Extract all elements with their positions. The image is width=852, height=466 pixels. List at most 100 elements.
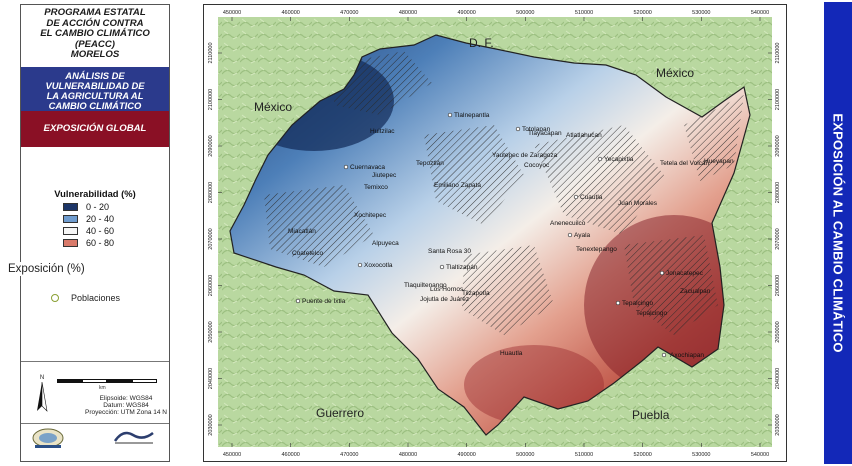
place-label: Miacatlán	[288, 228, 316, 235]
place-label: Tlaquiltenango	[404, 282, 447, 289]
x-tick-label: 470000	[340, 452, 358, 458]
place-label: Emiliano Zapata	[434, 182, 481, 189]
program-title-line: EL CAMBIO CLIMÁTICO	[40, 28, 150, 39]
x-tick-label: 490000	[457, 10, 475, 16]
place-label: Cocoyoc	[524, 162, 550, 169]
x-tick-label: 500000	[516, 10, 534, 16]
place-label: Ayala	[574, 232, 591, 239]
place-label: Jiutepec	[372, 172, 397, 179]
y-tick-label: 2070000	[208, 228, 214, 249]
y-tick-label: 2050000	[208, 321, 214, 342]
place-label: Zacualpan	[680, 288, 711, 295]
legend-swatch	[63, 214, 78, 223]
legend-swatch	[63, 238, 78, 247]
x-tick-label: 500000	[516, 452, 534, 458]
place-label: Axochiapan	[670, 352, 704, 359]
place-label: Tetela del Volcán	[660, 160, 710, 167]
place-label: Los Hornos	[430, 286, 464, 293]
x-tick-label: 470000	[340, 10, 358, 16]
y-tick-label: 2080000	[775, 182, 781, 203]
places-layer: Tlalnepantla Totolapan Atlatlahucan Huit…	[288, 112, 734, 359]
place-label: Cuautla	[580, 194, 603, 201]
place-label: Huitzilac	[370, 128, 395, 135]
x-tick-label: 460000	[281, 452, 299, 458]
x-tick-label: 540000	[751, 10, 769, 16]
logos-block	[21, 425, 169, 461]
legend-swatch	[63, 226, 78, 235]
place-label: Tlaltizapán	[446, 264, 478, 271]
place-label: Jonacatepec	[666, 270, 704, 277]
y-tick-label: 2100000	[775, 89, 781, 110]
y-axis-left: 2110000210000020900002080000207000020600…	[208, 42, 222, 436]
place-label: Yautepec de Zaragoza	[492, 152, 558, 159]
place-label: Xoxocotla	[364, 262, 393, 269]
north-arrow-icon: N	[37, 375, 48, 412]
scale-bar	[57, 379, 157, 383]
region-label: Guerrero	[316, 406, 364, 420]
x-tick-label: 540000	[751, 452, 769, 458]
place-label: Cuernavaca	[350, 164, 385, 171]
panel-divider	[21, 423, 169, 424]
region-label: D. F.	[469, 36, 494, 50]
place-label: Santa Rosa 30	[428, 248, 471, 255]
place-label: Temixco	[364, 184, 388, 191]
legend-class-row: 20 - 40	[63, 213, 115, 224]
x-tick-label: 530000	[692, 452, 710, 458]
place-label: Tepoztlán	[416, 160, 444, 167]
y-tick-label: 2050000	[775, 321, 781, 342]
y-tick-label: 2030000	[775, 414, 781, 435]
exposure-label: Exposición (%)	[6, 262, 87, 276]
analysis-title-line: LA AGRICULTURA AL	[46, 90, 144, 101]
x-tick-label: 530000	[692, 10, 710, 16]
analysis-title-line: CAMBIO CLIMÁTICO	[48, 100, 142, 111]
populations-label: Poblaciones	[71, 293, 121, 303]
place-label: Coatetelco	[292, 250, 323, 257]
place-label: Yecapixtla	[604, 156, 634, 163]
y-axis-right: 2110000210000020900002080000207000020600…	[768, 42, 781, 436]
projection-line: Elipsoide: WGS84	[99, 395, 153, 402]
place-label: Alpuyeca	[372, 240, 399, 247]
program-title-line: PROGRAMA ESTATAL	[44, 7, 146, 18]
place-label: Xochitepec	[354, 212, 387, 219]
region-label: México	[254, 100, 292, 114]
place-label: Totolapan	[522, 126, 551, 133]
banner-title: EXPOSICIÓN AL CAMBIO CLIMÁTICO	[830, 113, 846, 353]
y-tick-label: 2030000	[208, 414, 214, 435]
y-tick-label: 2090000	[775, 135, 781, 156]
side-banner: EXPOSICIÓN AL CAMBIO CLIMÁTICO	[824, 2, 852, 464]
legend-class-row: 60 - 80	[63, 238, 114, 248]
region-label: Puebla	[632, 408, 670, 422]
y-tick-label: 2040000	[775, 368, 781, 389]
program-title-line: DE ACCIÓN CONTRA	[46, 17, 144, 29]
place-label: Tilzapotla	[462, 290, 490, 297]
x-tick-label: 450000	[223, 10, 241, 16]
place-label: Anenecuilco	[550, 220, 586, 227]
y-tick-label: 2110000	[208, 42, 214, 63]
y-tick-label: 2040000	[208, 368, 214, 389]
x-tick-label: 450000	[223, 452, 241, 458]
y-tick-label: 2070000	[775, 228, 781, 249]
legend-class-label: 20 - 40	[86, 213, 115, 224]
y-tick-label: 2090000	[208, 135, 214, 156]
analysis-title-line: VULNERABILIDAD DE	[45, 80, 145, 91]
y-tick-label: 2060000	[775, 275, 781, 296]
agency-logo	[113, 431, 154, 444]
place-label: Juan Morales	[618, 200, 658, 207]
scale-unit: km	[99, 385, 106, 391]
place-label: Tepalcingo	[622, 300, 653, 307]
legend-class-label: 40 - 60	[86, 225, 115, 236]
place-label: Hueyapan	[704, 158, 734, 165]
x-tick-label: 460000	[281, 10, 299, 16]
svg-text:N: N	[40, 375, 44, 381]
place-label: Atlatlahucan	[566, 132, 602, 139]
section-title: EXPOSICIÓN GLOBAL	[21, 111, 169, 147]
projection-line: Proyección: UTM Zona 14 N	[84, 409, 167, 416]
projection-line: Datum: WGS84	[103, 402, 149, 409]
x-tick-label: 480000	[399, 452, 417, 458]
vulnerability-legend-title: Vulnerabilidad (%)	[54, 188, 136, 199]
legend-swatch	[63, 202, 78, 211]
program-title: PROGRAMA ESTATAL DE ACCIÓN CONTRA EL CAM…	[21, 5, 169, 67]
